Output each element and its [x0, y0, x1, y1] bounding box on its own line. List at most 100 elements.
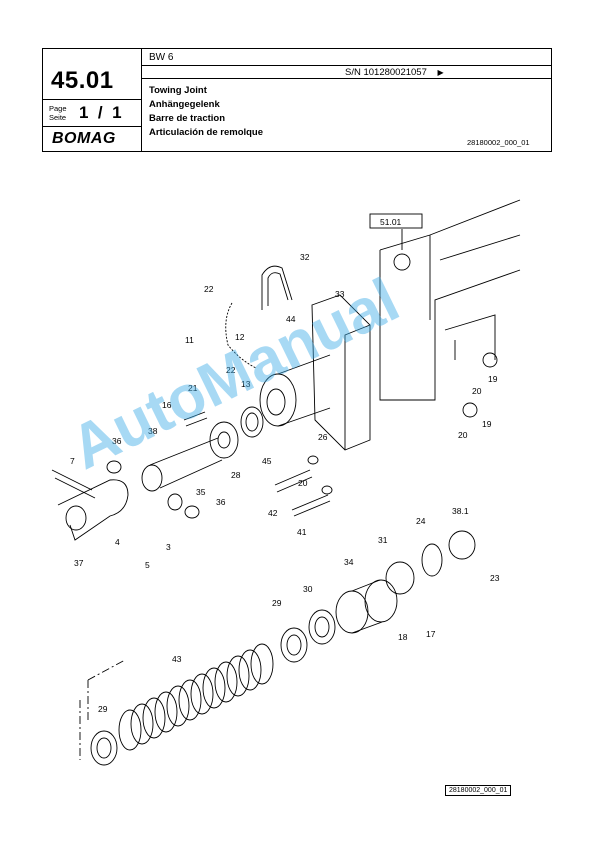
housing — [277, 354, 331, 427]
bearing — [308, 609, 336, 645]
title-fr: Barre de traction — [149, 113, 226, 124]
shaft — [149, 437, 223, 489]
page-value: 1 / 1 — [79, 103, 122, 122]
callout: 28 — [231, 470, 241, 480]
callout: 38.1 — [452, 506, 469, 516]
u-bolt — [261, 265, 293, 310]
callout: 22 — [226, 365, 236, 375]
disc-springs — [118, 643, 274, 751]
divider — [43, 99, 141, 100]
bushing — [167, 493, 183, 511]
callout: 4 — [115, 537, 120, 547]
sleeve — [351, 579, 383, 634]
divider — [141, 65, 551, 66]
title-de: Anhängegelenk — [149, 99, 220, 110]
callout: 16 — [162, 400, 172, 410]
callout: 20 — [298, 478, 308, 488]
frame-ref-box — [369, 213, 423, 229]
washer — [307, 455, 319, 465]
callout: 7 — [70, 456, 75, 466]
nut — [482, 352, 498, 368]
o-ring — [385, 561, 415, 595]
castle-nut — [448, 530, 476, 560]
callout: 19 — [488, 374, 498, 384]
callout: 35 — [196, 487, 206, 497]
flange — [217, 431, 231, 449]
callout: 26 — [318, 432, 328, 442]
bolt — [183, 411, 208, 427]
washer — [240, 406, 264, 438]
callout: 29 — [272, 598, 282, 608]
callout: 43 — [172, 654, 182, 664]
page-label: Page Seite — [49, 104, 67, 122]
header-table: BW 6 S/N 101280021057 ▶ 45.01 Page Seite… — [42, 48, 552, 152]
nut — [462, 402, 478, 418]
callout: 12 — [235, 332, 245, 342]
washer — [245, 412, 259, 432]
callout: 36 — [216, 497, 226, 507]
callout: 33 — [335, 289, 345, 299]
callout: 23 — [490, 573, 500, 583]
callout: 34 — [344, 557, 354, 567]
callout: 36 — [112, 436, 122, 446]
centerline — [79, 659, 126, 760]
callout: 11 — [185, 335, 194, 345]
callout: 44 — [286, 314, 296, 324]
callout: 3 — [166, 542, 171, 552]
arrow-right-icon: ▶ — [437, 68, 444, 77]
callout: 20 — [472, 386, 482, 396]
towing-eye-hole — [65, 505, 87, 531]
page-label-de: Seite — [49, 113, 67, 122]
callout: 24 — [416, 516, 426, 526]
callout: 31 — [378, 535, 388, 545]
serial-text: S/N 101280021057 — [345, 67, 427, 78]
title-es: Articulación de remolque — [149, 127, 264, 138]
bearing — [286, 634, 302, 656]
group-number: 45.01 — [51, 67, 114, 94]
bearing — [314, 616, 330, 638]
callout-labels: 32 22 33 44 11 12 22 21 13 16 36 38 26 7… — [70, 217, 500, 714]
callout: 5 — [145, 560, 150, 570]
bomag-logo: BOMAG — [52, 130, 116, 147]
serial-number: S/N 101280021057 ▶ — [345, 67, 444, 78]
pin — [51, 469, 96, 499]
bearing — [96, 737, 112, 759]
sleeve — [364, 579, 398, 623]
bearing — [280, 627, 308, 663]
towing-eye — [57, 479, 129, 541]
footer-drawing-reference: 28180002_000_01 — [445, 785, 512, 796]
callout: 29 — [98, 704, 108, 714]
title-en: Towing Joint — [149, 85, 207, 96]
callout: 22 — [204, 284, 214, 294]
bearing — [90, 730, 118, 766]
callout: 38 — [148, 426, 158, 436]
callout: 19 — [482, 419, 492, 429]
washer — [184, 505, 200, 519]
model-name: BW 6 — [149, 52, 174, 63]
callout: 32 — [300, 252, 310, 262]
callout: 51.01 — [380, 217, 402, 227]
callout: 41 — [297, 527, 307, 537]
divider — [141, 49, 142, 151]
divider — [43, 126, 141, 127]
callout: 20 — [458, 430, 468, 440]
washer — [106, 460, 122, 474]
flange — [209, 421, 239, 459]
frame-hole — [393, 253, 411, 271]
shaft-end — [141, 464, 163, 492]
drawing-reference: 28180002_000_01 — [467, 138, 530, 147]
sleeve — [335, 590, 369, 634]
cable — [225, 302, 257, 369]
callout: 42 — [268, 508, 278, 518]
callout: 17 — [426, 629, 436, 639]
washer — [321, 485, 333, 495]
bracket — [311, 294, 371, 451]
callout: 37 — [74, 558, 84, 568]
bolt — [291, 494, 331, 517]
callout: 45 — [262, 456, 272, 466]
callout: 18 — [398, 632, 408, 642]
divider — [141, 78, 551, 79]
housing-bore — [266, 388, 286, 416]
exploded-view-diagram: 32 22 33 44 11 12 22 21 13 16 36 38 26 7… — [51, 199, 521, 766]
callout: 13 — [241, 379, 251, 389]
